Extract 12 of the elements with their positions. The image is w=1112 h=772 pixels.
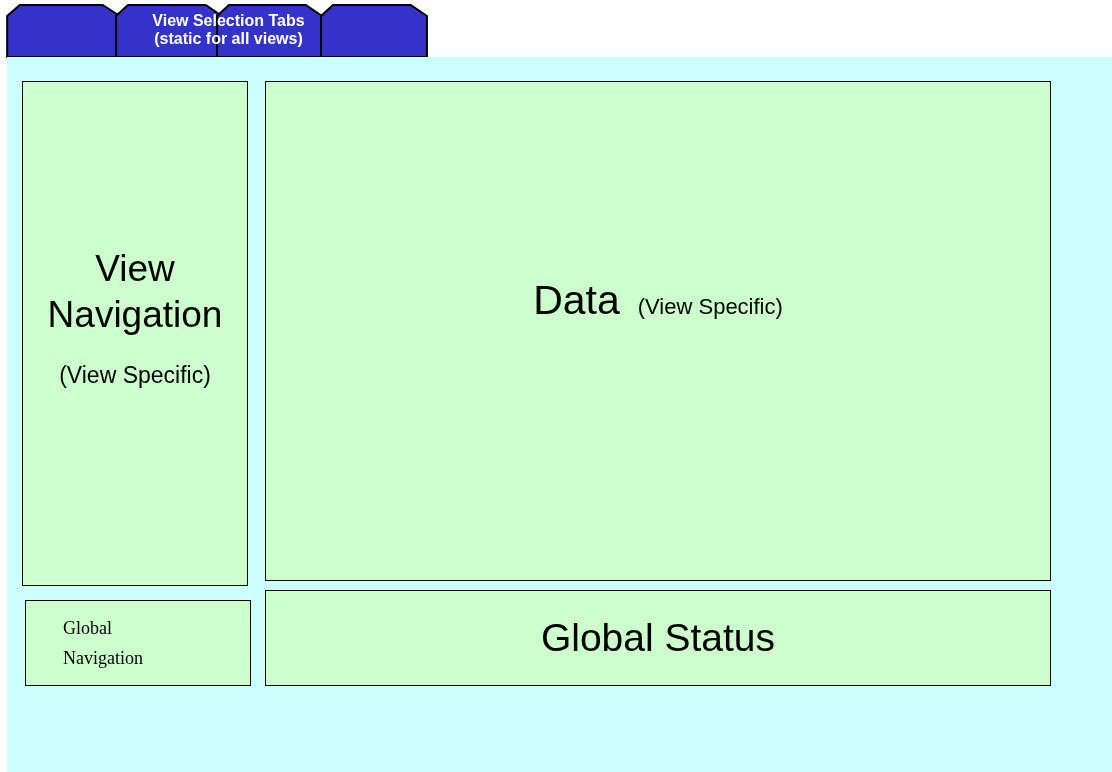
region-label: View Navigation (46, 247, 224, 338)
region-label: Data (533, 276, 620, 326)
layout-region-box (22, 81, 248, 586)
region-label: (View Specific) (59, 361, 211, 391)
tab-shape (320, 4, 428, 58)
layout-region-box (265, 590, 1051, 686)
region-label: (View Specific) (637, 293, 783, 322)
region-label: Global Status (540, 614, 776, 661)
region-label: Global Navigation (63, 617, 144, 670)
layout-region-box (25, 600, 251, 686)
layout-region-box (265, 81, 1051, 581)
panel-background (7, 57, 1112, 772)
